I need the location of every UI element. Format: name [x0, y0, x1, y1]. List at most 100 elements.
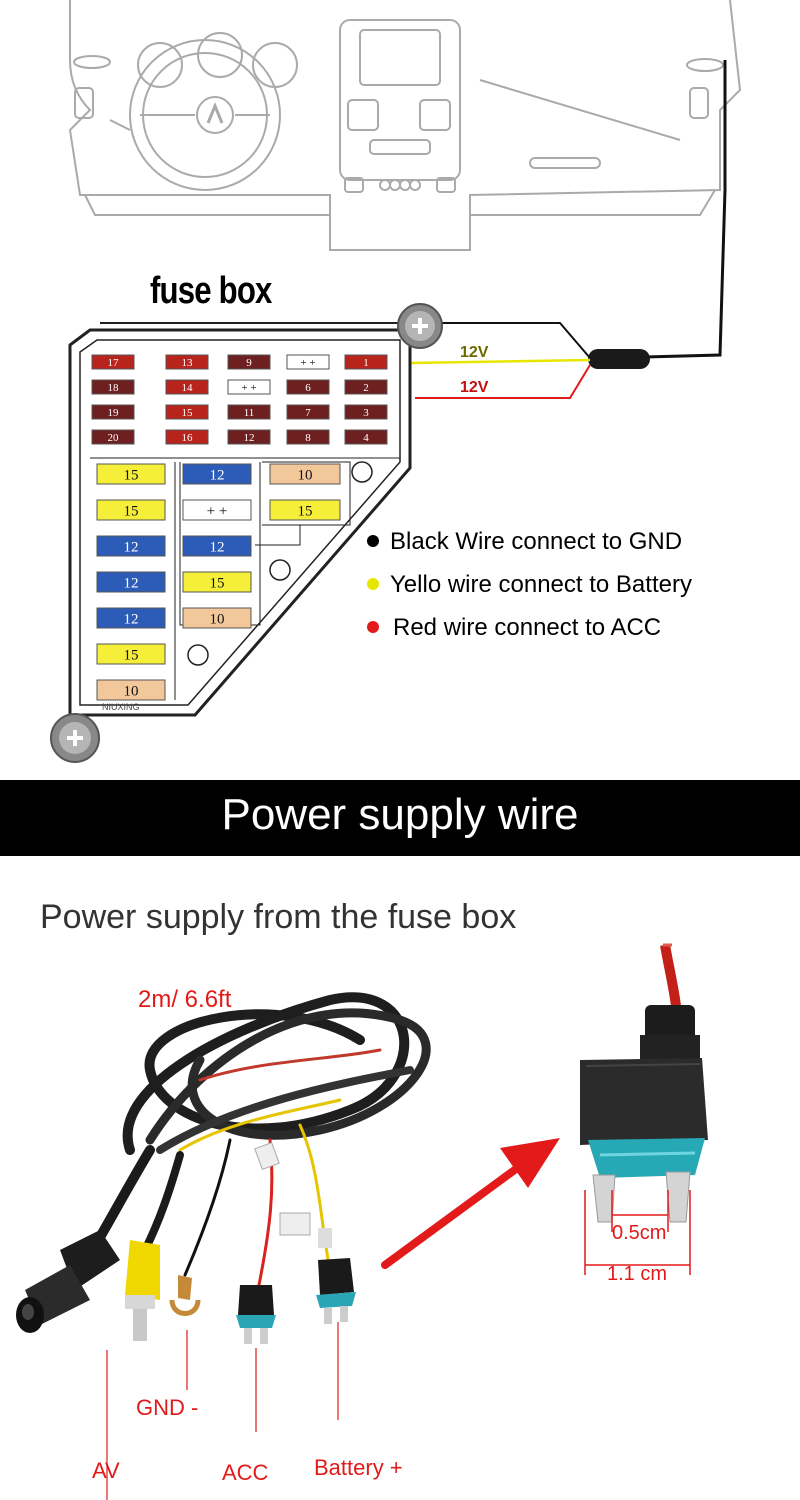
yellow-voltage-label: 12V [460, 344, 489, 361]
fuse: 15 [165, 404, 209, 420]
fuse-body [96, 643, 166, 665]
fuse-body [286, 354, 330, 370]
fuse-body [96, 499, 166, 521]
fuse-body [344, 379, 388, 395]
fuse-label: 15 [124, 467, 139, 483]
fuse: 15 [269, 499, 341, 521]
dimension-inner-label: 0.5cm [612, 1222, 667, 1244]
fuse-body [165, 354, 209, 370]
fuse-label: 12 [124, 611, 139, 627]
section-banner [0, 780, 800, 856]
fuse-body [344, 429, 388, 445]
fuse: 12 [182, 535, 252, 557]
fuse-label: 12 [244, 432, 255, 444]
fuse: 12 [96, 535, 166, 557]
fuse-label: 13 [182, 357, 194, 369]
fuse-label: 15 [124, 647, 139, 663]
main-power-cable [644, 60, 727, 359]
fuse-body [165, 404, 209, 420]
legend-red: Red wire connect to ACC [393, 614, 662, 641]
fuse: 4 [344, 429, 388, 445]
fuse: 20 [91, 429, 135, 445]
plus-screw-bottom [50, 713, 100, 763]
fuse: 14 [165, 379, 209, 395]
fuse: 3 [344, 404, 388, 420]
legend-dot-black [367, 535, 379, 547]
fuse-label: 20 [108, 432, 120, 444]
fuse: 1 [344, 354, 388, 370]
fuse-label: 14 [182, 382, 194, 394]
fuse-label: 1 [363, 357, 369, 369]
fuse-body [227, 354, 271, 370]
legend-yellow: Yello wire connect to Battery [390, 571, 692, 598]
fuse-label: 10 [124, 683, 139, 699]
dimension-outer-label: 1.1 cm [607, 1263, 668, 1285]
cable-splitter [588, 349, 650, 369]
fuse-body [165, 379, 209, 395]
fuse: 16 [165, 429, 209, 445]
fuse-tap-closeup [580, 943, 708, 1223]
fuse: 8 [286, 429, 330, 445]
fuse: + + [182, 499, 252, 521]
fuse: 12 [227, 429, 271, 445]
fuse-label: 12 [124, 539, 139, 555]
connector-label-lines [106, 1322, 339, 1500]
fuse-body [91, 354, 135, 370]
fuse-label: 16 [182, 432, 194, 444]
fuse-body [91, 379, 135, 395]
fuse-label: 18 [108, 382, 120, 394]
banner-title: Power supply wire [221, 790, 579, 839]
fuse-label: 15 [124, 503, 139, 519]
acc-label: ACC [222, 1460, 269, 1485]
fuse: 15 [96, 499, 166, 521]
rca-connector [125, 1240, 160, 1341]
fuse: 15 [96, 463, 166, 485]
pointer-arrow [381, 1138, 560, 1269]
fuse-body [227, 429, 271, 445]
fuse: 10 [269, 463, 341, 485]
acc-fuse-tap [236, 1285, 276, 1344]
fuse-body [269, 463, 341, 485]
fuse-label: 7 [305, 407, 311, 419]
fuse-body [96, 607, 166, 629]
legend-dot-red [367, 621, 379, 633]
fuse-body [344, 354, 388, 370]
fuse-body [286, 379, 330, 395]
fuse: 7 [286, 404, 330, 420]
gnd-label: GND - [136, 1395, 199, 1420]
fuse-body [165, 429, 209, 445]
fuse: 18 [91, 379, 135, 395]
av-connector [16, 1230, 120, 1333]
wire-tag [279, 1212, 311, 1236]
fuse-body [344, 404, 388, 420]
right-fuse-column: 10 15 [269, 463, 341, 521]
fuse: 17 [91, 354, 135, 370]
fuse-body [182, 535, 252, 557]
fuse-box-brand: NIUXING [102, 702, 140, 712]
dashboard-illustration [68, 0, 742, 251]
fuse-label: 10 [210, 611, 225, 627]
fuse-body [286, 429, 330, 445]
fuse: 12 [96, 607, 166, 629]
fuse: + + [227, 379, 271, 395]
fuse-label: 15 [210, 575, 225, 591]
fuse-label: 15 [182, 407, 194, 419]
fuse-box-title: fuse box [150, 270, 272, 312]
fuse: 15 [96, 643, 166, 665]
plus-screw-top [397, 303, 443, 349]
fuse-body [182, 607, 252, 629]
legend-black: Black Wire connect to GND [390, 528, 683, 555]
red-voltage-label: 12V [460, 379, 489, 396]
legend-dot-yellow [367, 578, 379, 590]
fuse: 11 [227, 404, 271, 420]
fuse-label: + + [207, 503, 228, 519]
fuse-label: 11 [244, 407, 255, 419]
wire-tag [254, 1141, 280, 1171]
fuse: 10 [96, 679, 166, 701]
black-wire [430, 322, 591, 359]
fuse-body [182, 499, 252, 521]
